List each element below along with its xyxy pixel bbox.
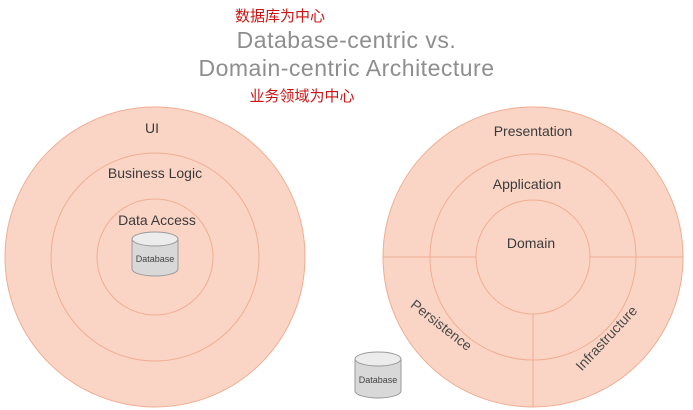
- database-icon-label: Database: [135, 254, 175, 264]
- domain-centric-diagram: [354, 106, 684, 408]
- label-cn-domain-centric: 业务领域为中心: [249, 88, 355, 105]
- database-icon: [131, 231, 179, 277]
- ring-label-business-logic: Business Logic: [107, 165, 203, 181]
- right-ring-inner: [475, 199, 591, 315]
- external-database-icon: [354, 351, 402, 399]
- ring-label-data-access: Data Access: [118, 212, 196, 228]
- ring-label-ui: UI: [145, 120, 159, 136]
- title-line-1: Database-centric vs.: [236, 27, 457, 53]
- external-database-icon-label: Database: [358, 375, 398, 385]
- ring-label-presentation: Presentation: [493, 123, 573, 139]
- label-cn-database-centric: 数据库为中心: [234, 8, 325, 25]
- database-centric-diagram: [4, 106, 306, 408]
- page-title: Database-centric vs. Domain-centric Arch…: [0, 26, 693, 82]
- title-line-2: Domain-centric Architecture: [198, 55, 495, 81]
- ring-label-application: Application: [492, 176, 562, 192]
- ring-label-domain: Domain: [506, 235, 556, 251]
